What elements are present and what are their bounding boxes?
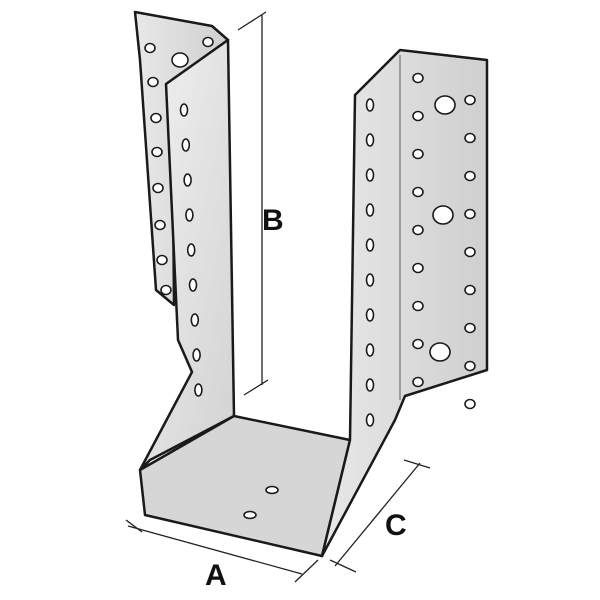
hole	[147, 76, 159, 88]
hole	[151, 146, 163, 158]
hole	[186, 243, 196, 257]
hole	[192, 348, 201, 362]
hole	[429, 342, 451, 362]
hole	[150, 112, 162, 124]
hole	[365, 203, 375, 217]
hole	[365, 168, 375, 182]
hole	[190, 313, 200, 327]
hole	[412, 300, 424, 312]
hole	[464, 322, 476, 334]
hole	[365, 238, 375, 252]
hole	[412, 338, 424, 350]
hole	[412, 72, 424, 84]
hole	[365, 308, 375, 322]
hole	[185, 208, 194, 222]
fastener-holes	[144, 36, 476, 520]
hole	[365, 133, 375, 147]
hole	[365, 98, 375, 112]
hole	[144, 42, 156, 54]
hole	[152, 182, 164, 194]
hole	[154, 219, 166, 231]
hole	[243, 510, 257, 520]
hole	[365, 343, 375, 357]
hole	[464, 132, 476, 144]
hole	[464, 246, 476, 258]
hole	[434, 95, 456, 115]
hole	[156, 254, 168, 266]
dimension-b-label: B	[262, 204, 284, 237]
hole	[188, 278, 198, 292]
hole	[412, 224, 424, 236]
right-side-wall	[320, 48, 489, 558]
hole	[171, 52, 189, 68]
hole	[365, 378, 375, 392]
hole	[202, 36, 214, 48]
hole	[464, 94, 476, 106]
hole	[412, 376, 424, 388]
hole	[365, 413, 375, 427]
hole	[183, 173, 192, 187]
hole	[265, 485, 279, 495]
dimension-a-line	[127, 525, 303, 575]
hole	[412, 262, 424, 274]
hole	[432, 205, 454, 225]
hole	[464, 360, 476, 372]
dimension-c-line	[334, 462, 421, 567]
hole	[365, 273, 375, 287]
hole	[160, 284, 172, 296]
hole	[194, 383, 203, 397]
left-side-wall	[138, 38, 236, 472]
hole	[464, 284, 476, 296]
hole	[181, 138, 191, 152]
hole	[464, 170, 476, 182]
hole	[412, 186, 424, 198]
dimension-c-label: C	[385, 509, 407, 542]
hole	[464, 398, 476, 410]
hole	[412, 148, 424, 160]
hole	[179, 103, 189, 117]
dimension-a-label: A	[205, 559, 227, 592]
hole	[412, 110, 424, 122]
hole	[464, 208, 476, 220]
